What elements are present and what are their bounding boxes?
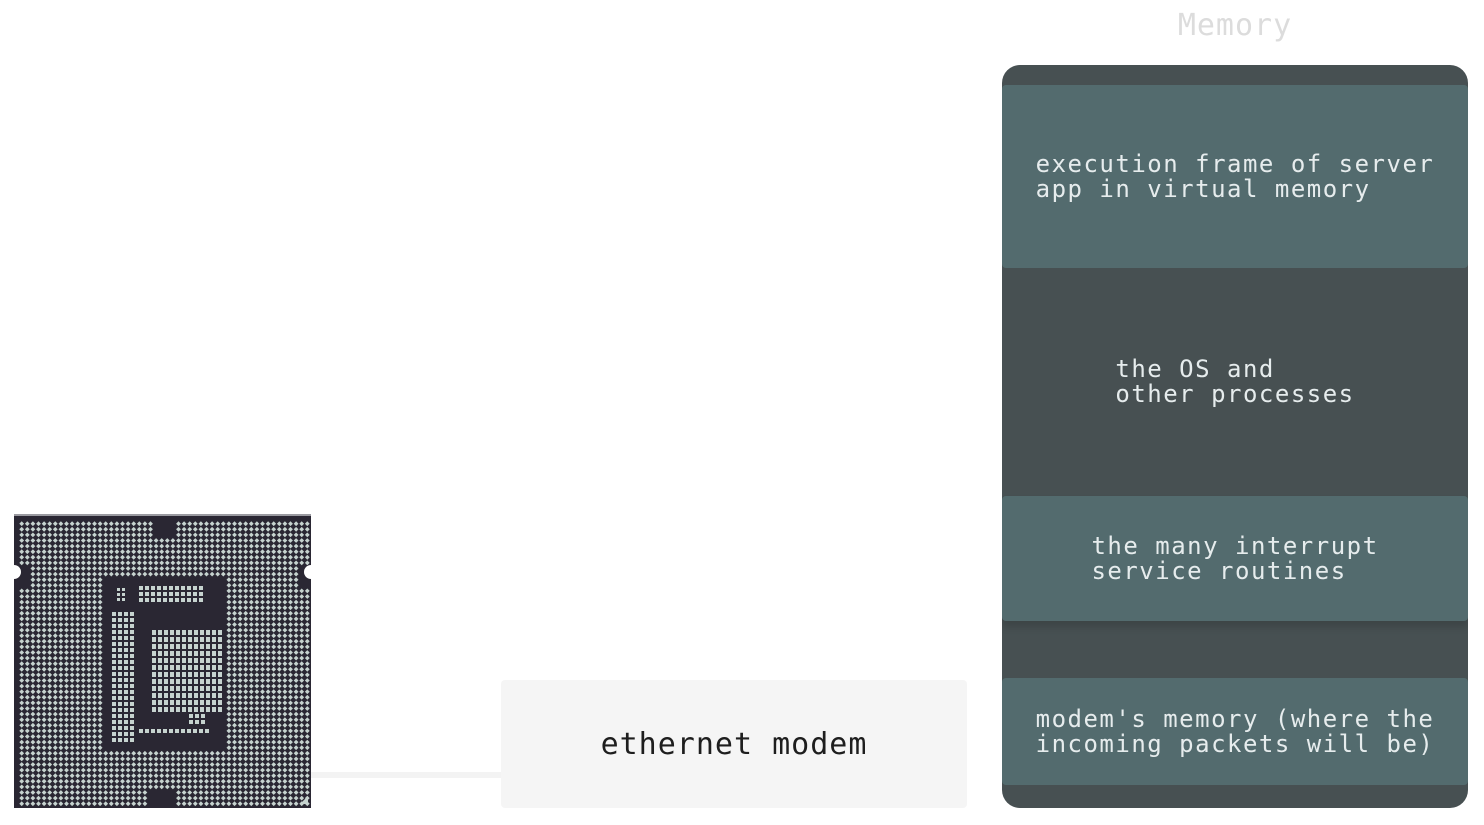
memory-block-os: the OS and other processes xyxy=(1002,268,1468,496)
memory-block-label: the many interrupt service routines xyxy=(1091,531,1379,585)
memory-panel: execution frame of server app in virtual… xyxy=(1002,65,1468,808)
memory-block-execution-frame: execution frame of server app in virtual… xyxy=(1002,85,1468,268)
memory-block-interrupt-routines: the many interrupt service routines xyxy=(1002,496,1468,621)
memory-block-modem-memory: modem's memory (where the incoming packe… xyxy=(1002,678,1468,785)
cpu-modem-connector xyxy=(311,772,501,778)
memory-block-label: the OS and other processes xyxy=(1115,355,1355,408)
cpu-chip-icon xyxy=(14,514,311,808)
memory-block-label: modem's memory (where the incoming packe… xyxy=(1035,704,1435,758)
memory-block-label: execution frame of server app in virtual… xyxy=(1035,149,1435,203)
memory-title: Memory xyxy=(1177,8,1293,43)
ethernet-modem-box: ethernet modem xyxy=(501,680,967,808)
modem-label: ethernet modem xyxy=(600,726,868,762)
